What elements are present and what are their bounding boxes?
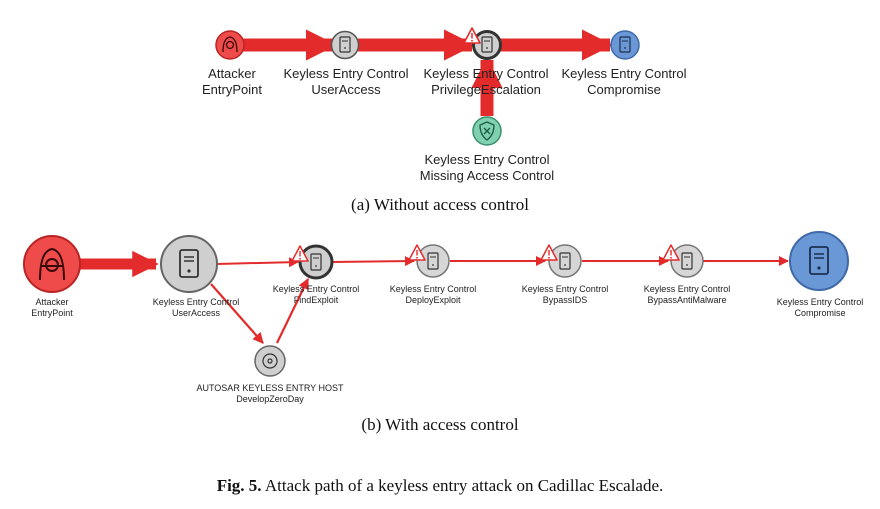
server-icon	[179, 249, 199, 278]
warning-icon	[408, 244, 426, 261]
server-icon	[809, 246, 829, 275]
figure-caption-text: Attack path of a keyless entry attack on…	[262, 476, 664, 495]
attacker-node	[215, 30, 245, 60]
server-icon	[681, 252, 693, 270]
warning-icon	[662, 244, 680, 261]
missing-access-control-node	[472, 116, 502, 146]
warning-icon	[540, 244, 558, 261]
server-icon	[310, 253, 322, 271]
b-useraccess-node	[160, 235, 218, 293]
server-icon	[339, 36, 351, 53]
b-compromise-node	[789, 231, 849, 291]
server-icon	[481, 36, 493, 53]
figure-caption-label: Fig. 5.	[217, 476, 262, 495]
edge-b-findexploit-deployexploit	[331, 256, 415, 267]
figure-caption: Fig. 5. Attack path of a keyless entry a…	[217, 476, 664, 495]
panel-b-caption: (b) With access control	[361, 415, 518, 434]
edge-b-zeroday-findexploit	[276, 278, 309, 344]
b-findexploit-node	[291, 244, 334, 280]
edge-b-useraccess-findexploit	[216, 257, 299, 268]
hacker-icon	[222, 36, 238, 53]
warning-icon	[291, 245, 309, 262]
b-zeroday-node	[254, 345, 286, 377]
server-icon	[427, 252, 439, 270]
warning-icon	[463, 27, 481, 44]
compromise-node	[610, 30, 640, 60]
server-icon	[619, 36, 631, 53]
disc-icon	[262, 353, 278, 369]
b-bypassids-node	[540, 244, 582, 278]
b-bypassantimalware-node	[662, 244, 704, 278]
b-deployexploit-node	[408, 244, 450, 278]
server-icon	[559, 252, 571, 270]
panel-a-caption: (a) Without access control	[351, 195, 529, 214]
b-attacker-node	[23, 235, 81, 293]
useraccess-node	[330, 30, 360, 60]
hacker-icon	[39, 247, 65, 281]
shield-icon	[479, 121, 495, 141]
privesc-node	[463, 27, 502, 60]
edge-b-useraccess-zeroday	[210, 283, 264, 344]
